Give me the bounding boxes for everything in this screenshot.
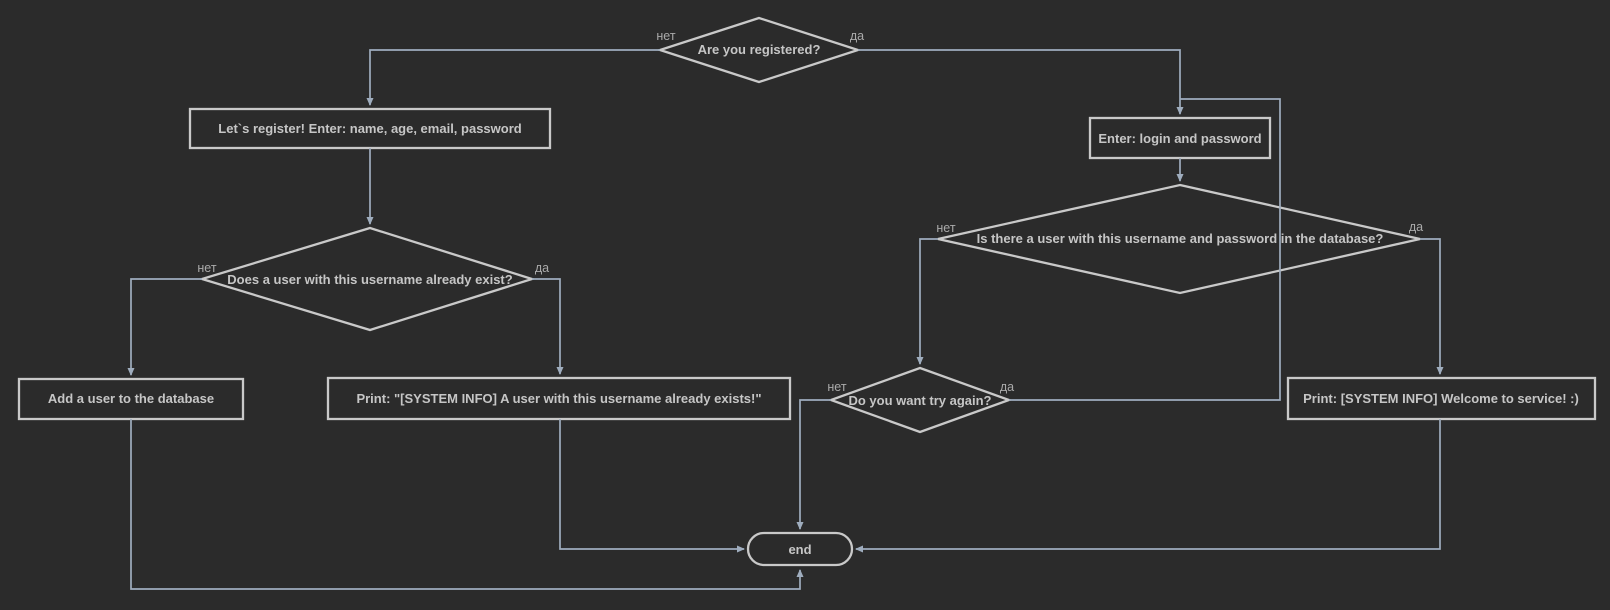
flowchart-nodes: Are you registered? Let`s register! Ente… bbox=[17, 16, 1597, 567]
edge-label-exists-yes: да bbox=[535, 261, 549, 275]
node-print-welcome[interactable]: Print: [SYSTEM INFO] Welcome to service!… bbox=[1286, 376, 1597, 421]
node-enter-login[interactable]: Enter: login and password bbox=[1088, 116, 1272, 160]
edge-tryagain-no bbox=[796, 399, 831, 530]
node-user-in-db-question[interactable]: Is there a user with this username and p… bbox=[937, 183, 1421, 295]
node-add-user[interactable]: Add a user to the database bbox=[17, 377, 245, 421]
edge-label-indb-no: нет bbox=[936, 221, 955, 235]
edge-labels: нет да нет да нет да нет да bbox=[197, 29, 1423, 394]
process-box[interactable] bbox=[1286, 376, 1597, 421]
decision-diamond[interactable] bbox=[198, 226, 536, 332]
edge-label-tryagain-yes: да bbox=[1000, 380, 1014, 394]
edge-welcome-to-end bbox=[855, 419, 1441, 553]
node-are-you-registered[interactable]: Are you registered? bbox=[656, 16, 862, 84]
decision-diamond[interactable] bbox=[656, 16, 862, 84]
edge-exists-yes bbox=[532, 278, 564, 375]
node-add-user-label: Add a user to the database bbox=[48, 391, 214, 406]
edge-label-indb-yes: да bbox=[1409, 220, 1423, 234]
node-username-exists-label: Does a user with this username already e… bbox=[227, 272, 512, 287]
edge-exists-no bbox=[127, 278, 202, 376]
decision-diamond[interactable] bbox=[937, 183, 1421, 295]
node-lets-register[interactable]: Let`s register! Enter: name, age, email,… bbox=[188, 107, 552, 150]
terminator-pill[interactable] bbox=[746, 531, 854, 567]
edge-label-exists-no: нет bbox=[197, 261, 216, 275]
edge-label-tryagain-no: нет bbox=[827, 380, 846, 394]
node-are-you-registered-label: Are you registered? bbox=[698, 42, 821, 57]
edge-dbcheck-no bbox=[916, 238, 938, 365]
edge-printexists-to-end bbox=[559, 419, 745, 553]
node-end[interactable]: end bbox=[746, 531, 854, 567]
edge-dbcheck-yes bbox=[1420, 238, 1444, 375]
node-print-welcome-label: Print: [SYSTEM INFO] Welcome to service!… bbox=[1303, 391, 1579, 406]
edge-registered-yes bbox=[858, 49, 1184, 115]
edge-tryagain-yes-loop bbox=[1009, 98, 1281, 401]
process-box[interactable] bbox=[326, 376, 792, 421]
edge-adduser-to-end bbox=[130, 419, 804, 590]
flowchart-edges bbox=[127, 49, 1444, 590]
node-user-in-db-label: Is there a user with this username and p… bbox=[977, 231, 1384, 246]
node-end-label: end bbox=[788, 542, 811, 557]
edge-label-registered-yes: да bbox=[850, 29, 864, 43]
edge-label-registered-no: нет bbox=[656, 29, 675, 43]
node-enter-login-label: Enter: login and password bbox=[1098, 131, 1261, 146]
node-try-again-label: Do you want try again? bbox=[848, 393, 991, 408]
node-print-exists[interactable]: Print: "[SYSTEM INFO] A user with this u… bbox=[326, 376, 792, 421]
node-try-again-question[interactable]: Do you want try again? bbox=[827, 366, 1013, 434]
node-username-exists-question[interactable]: Does a user with this username already e… bbox=[198, 226, 536, 332]
node-print-exists-label: Print: "[SYSTEM INFO] A user with this u… bbox=[356, 391, 761, 406]
decision-diamond[interactable] bbox=[827, 366, 1013, 434]
node-lets-register-label: Let`s register! Enter: name, age, email,… bbox=[218, 121, 521, 136]
edge-registered-no bbox=[366, 49, 660, 106]
